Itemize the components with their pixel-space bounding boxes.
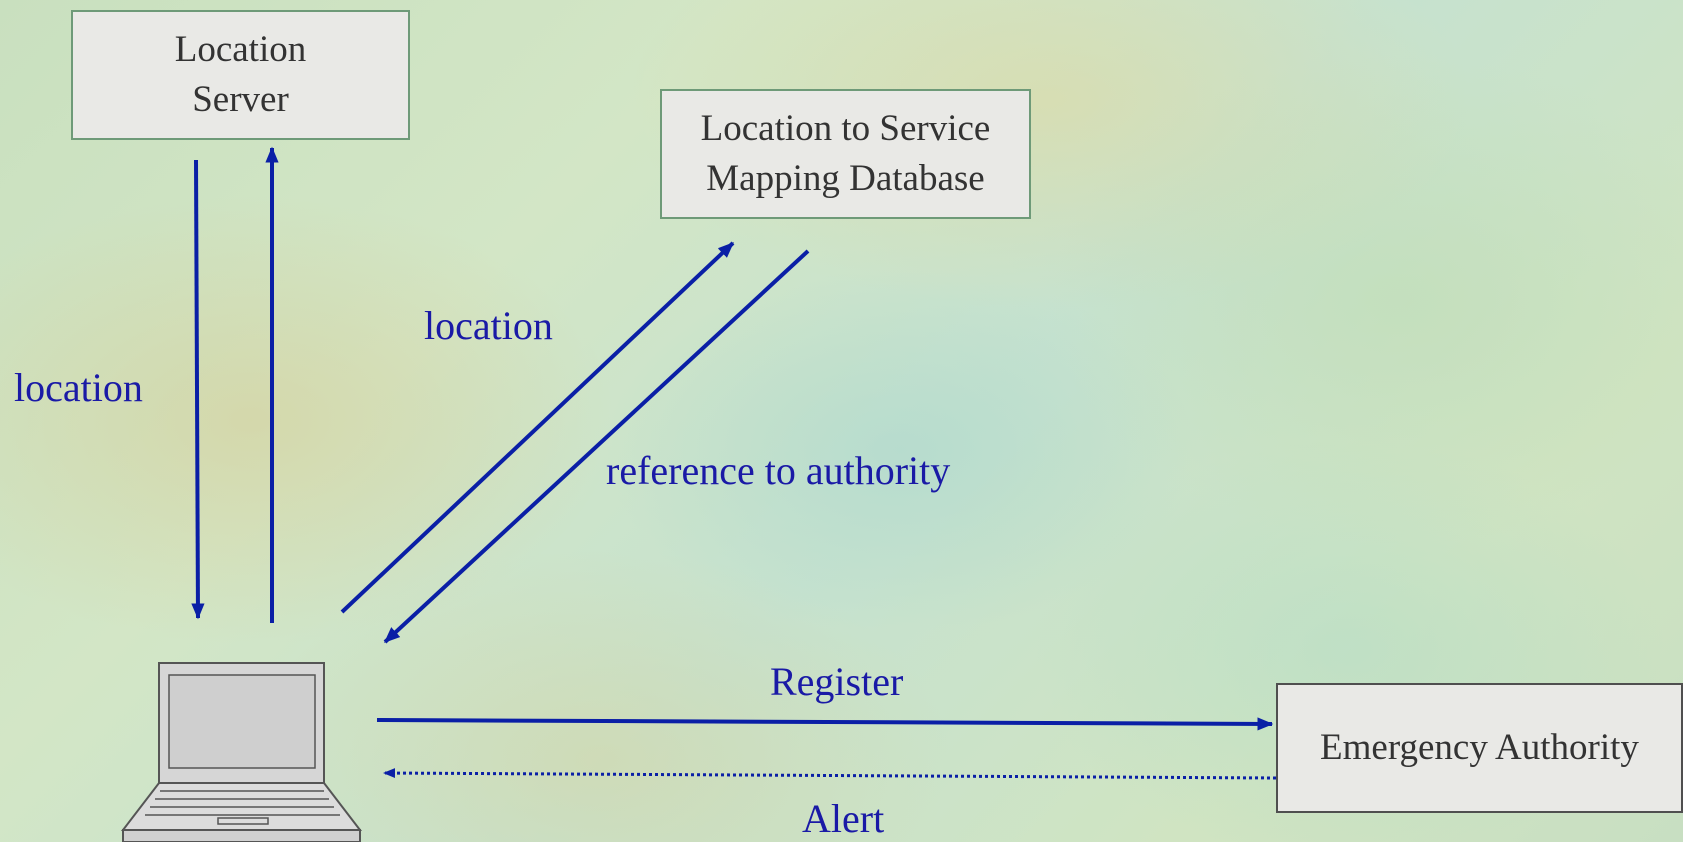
laptop-icon [120,662,363,842]
arrow-alert [383,768,1277,780]
register-label: Register [770,659,904,704]
location-server-box: Location Server [71,10,410,140]
location-label-left: location [14,365,143,410]
lost-database-label: Location to Service Mapping Database [700,108,991,199]
arrow-reference-back [383,249,810,644]
arrow-location-down [191,159,205,620]
emergency-authority-label: Emergency Authority [1320,727,1639,768]
emergency-authority-box: Emergency Authority [1276,683,1683,813]
location-label-mid: location [424,303,553,348]
lost-database-box: Location to Service Mapping Database [660,89,1031,219]
reference-label: reference to authority [606,448,951,493]
location-server-label: Location Server [174,29,307,120]
arrow-location-to-lost [340,241,735,614]
alert-label: Alert [802,796,885,841]
arrow-register [376,717,1274,731]
